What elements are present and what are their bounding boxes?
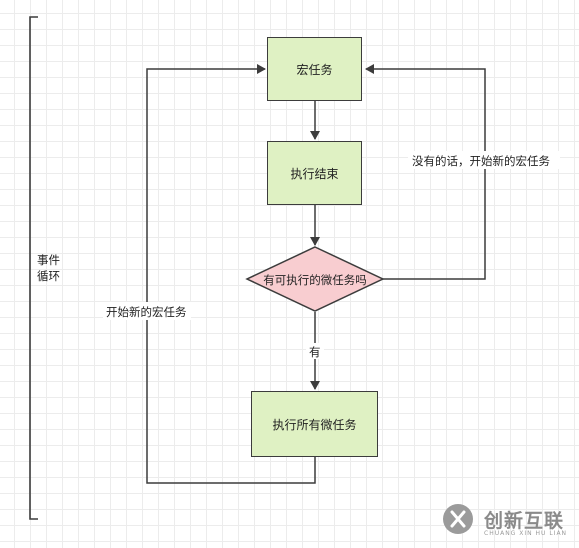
- node-macro-task-label: 宏任务: [296, 62, 333, 77]
- decision-label: 有可执行的微任务吗: [263, 273, 367, 287]
- event-loop-bracket: [29, 16, 38, 520]
- watermark-subtext: CHUANG XIN HU LIAN: [484, 530, 568, 537]
- node-execution-end-label: 执行结束: [290, 166, 339, 181]
- edge-yes-label: 有: [309, 345, 321, 359]
- edge-loop-label: 开始新的宏任务: [106, 305, 187, 319]
- event-loop-label-line2: 循环: [37, 269, 60, 283]
- edge-new-macro-loop: [146, 64, 316, 484]
- node-execution-end: 执行结束: [267, 141, 362, 205]
- node-execute-micro-tasks: 执行所有微任务: [251, 391, 378, 457]
- edge-no-label: 没有的话，开始新的宏任务: [412, 154, 550, 168]
- edge-no-loop: [365, 64, 486, 280]
- node-macro-task: 宏任务: [267, 37, 362, 101]
- watermark-text: 创新互联: [484, 510, 565, 532]
- node-execute-micro-tasks-label: 执行所有微任务: [272, 417, 357, 432]
- event-loop-label-line1: 事件: [37, 253, 60, 267]
- decision-diamond: [245, 246, 385, 312]
